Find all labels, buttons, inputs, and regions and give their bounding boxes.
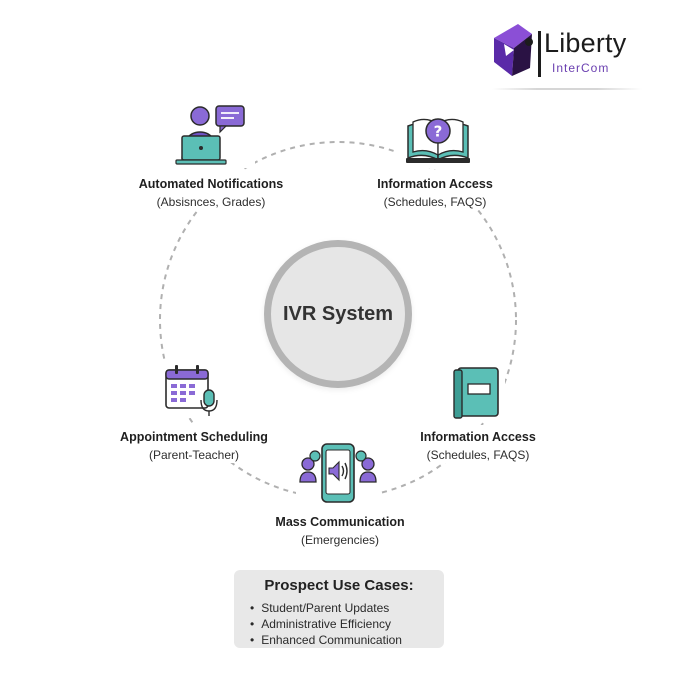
- prospect-item: Enhanced Communication: [250, 632, 428, 648]
- brand-logo: Liberty InterCom: [492, 22, 652, 94]
- node-automated-notifications: Automated Notifications (Absisnces, Grad…: [139, 177, 283, 209]
- closed-book-icon: [453, 367, 499, 419]
- node-title: Appointment Scheduling: [120, 430, 268, 444]
- prospect-list: Student/Parent Updates Administrative Ef…: [250, 600, 428, 648]
- prospect-item: Student/Parent Updates: [250, 600, 428, 616]
- node-subtitle: (Emergencies): [300, 533, 380, 547]
- node-subtitle: (Absisnces, Grades): [156, 195, 266, 209]
- node-title: Information Access: [420, 430, 536, 444]
- node-title: Automated Notifications: [138, 177, 284, 191]
- prospect-title: Prospect Use Cases:: [264, 577, 414, 594]
- node-title: Information Access: [377, 177, 493, 191]
- node-subtitle: (Parent-Teacher): [148, 448, 240, 462]
- person-laptop-chat-icon: [175, 105, 245, 165]
- node-appointment-scheduling: Appointment Scheduling (Parent-Teacher): [120, 430, 268, 462]
- logo-subtitle: InterCom: [552, 61, 610, 75]
- svg-text:?: ?: [434, 123, 443, 141]
- open-book-question-icon: ?: [406, 118, 470, 163]
- prospect-use-cases-box: Prospect Use Cases: Student/Parent Updat…: [234, 570, 444, 648]
- logo-divider: [538, 31, 541, 77]
- node-subtitle: (Schedules, FAQS): [383, 195, 487, 209]
- node-title: Mass Communication: [275, 515, 405, 529]
- phone-speaker-people-icon: [299, 443, 377, 503]
- node-information-access-top: Information Access (Schedules, FAQS): [377, 177, 493, 209]
- ivr-system-label: IVR System: [282, 302, 394, 325]
- ivr-system-hub: IVR System: [264, 240, 412, 388]
- node-information-access-right: Information Access (Schedules, FAQS): [420, 430, 536, 462]
- logo-mark-icon: [494, 24, 533, 76]
- logo-wordmark: Liberty: [544, 28, 627, 58]
- node-mass-communication: Mass Communication (Emergencies): [275, 515, 404, 547]
- logo-underline: [492, 88, 642, 90]
- calendar-microphone-icon: [165, 365, 218, 416]
- prospect-item: Administrative Efficiency: [250, 616, 428, 632]
- node-subtitle: (Schedules, FAQS): [426, 448, 530, 462]
